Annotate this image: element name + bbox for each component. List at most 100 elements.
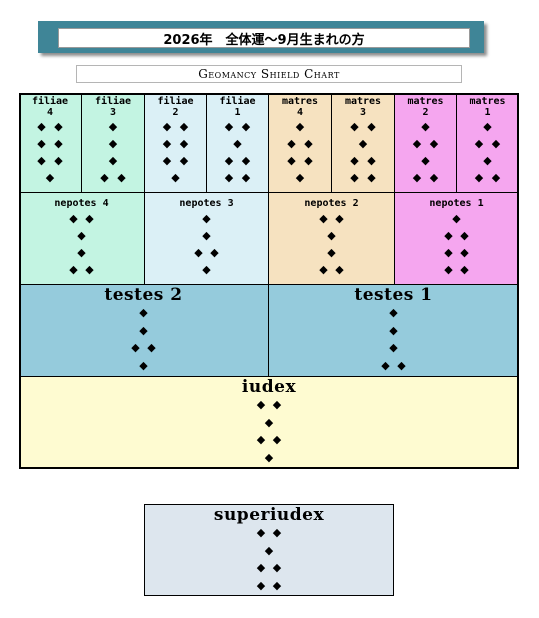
figure-row: ◆: [105, 135, 122, 152]
dot-mark: ◆: [444, 229, 453, 242]
figure-row: ◆: [292, 169, 309, 186]
figure-row: ◆: [417, 152, 434, 169]
dot-mark: ◆: [256, 561, 266, 575]
figure-name: filiae: [94, 96, 132, 107]
dot-mark: ◆: [460, 229, 469, 242]
figure-row: ◆◆: [191, 244, 223, 261]
geomantic-figure: ◆◆◆◆◆◆◆: [332, 118, 394, 186]
figure-row: ◆◆: [33, 152, 67, 169]
figure-number: 2: [422, 107, 429, 118]
dot-mark: ◆: [452, 212, 461, 225]
geomantic-figure: ◆◆◆◆◆◆: [269, 210, 394, 278]
dot-mark: ◆: [287, 154, 296, 167]
dot-mark: ◆: [241, 120, 251, 133]
dot-mark: ◆: [412, 171, 422, 184]
dot-mark: ◆: [350, 120, 359, 133]
dot-mark: ◆: [256, 526, 266, 540]
dot-mark: ◆: [295, 120, 305, 133]
dot-mark: ◆: [224, 120, 234, 133]
figure-row: ◆◆: [253, 396, 285, 414]
figure-row: ◆◆: [471, 169, 505, 186]
figure-row: ◆: [261, 542, 277, 560]
dot-mark: ◆: [327, 229, 336, 242]
dot-mark: ◆: [194, 246, 203, 259]
dot-mark: ◆: [483, 120, 492, 133]
dot-mark: ◆: [224, 154, 234, 167]
figure-row: ◆: [199, 210, 215, 227]
dot-mark: ◆: [147, 341, 156, 355]
dot-mark: ◆: [264, 543, 274, 557]
dot-mark: ◆: [171, 171, 180, 184]
dot-mark: ◆: [233, 137, 242, 150]
figure-number: 4: [296, 107, 304, 118]
dot-mark: ◆: [54, 120, 63, 133]
figure-name: matres: [344, 96, 382, 107]
dot-mark: ◆: [37, 154, 46, 167]
dot-mark: ◆: [139, 306, 148, 320]
dot-mark: ◆: [272, 398, 282, 412]
dot-mark: ◆: [241, 154, 251, 167]
figure-row: ◆: [479, 118, 496, 135]
dot-mark: ◆: [264, 450, 274, 464]
figure-row: ◆◆: [316, 210, 348, 227]
dot-mark: ◆: [460, 263, 469, 276]
figure-row: ◆: [417, 118, 434, 135]
figure-row: ◆◆: [378, 357, 410, 375]
page-title: 2026年 全体運～9月生まれの方: [58, 28, 470, 48]
figure-row: ◆◆: [409, 169, 443, 186]
figure-row: ◆◆: [346, 169, 380, 186]
figure-row: ◆: [355, 135, 372, 152]
figure-row: ◆: [42, 169, 59, 186]
figure-row: ◆◆: [346, 152, 380, 169]
figure-number: 1: [484, 107, 491, 118]
title-banner: 2026年 全体運～9月生まれの方: [38, 21, 484, 53]
dot-mark: ◆: [256, 578, 266, 592]
figure-row: ◆◆: [253, 431, 285, 449]
figure-row: ◆: [74, 227, 90, 244]
figure-number: 3: [359, 107, 367, 118]
figure-row: ◆: [136, 304, 152, 322]
figure-row: ◆◆: [441, 244, 473, 261]
figure-row: ◆◆: [346, 118, 380, 135]
dot-mark: ◆: [335, 212, 344, 225]
dot-mark: ◆: [256, 433, 266, 447]
figure-row: ◆◆: [283, 135, 317, 152]
dot-mark: ◆: [256, 398, 266, 412]
dot-mark: ◆: [202, 263, 211, 276]
dot-mark: ◆: [367, 120, 376, 133]
figure-label: superiudex: [213, 505, 325, 525]
cell-iudex: iudex◆◆◆◆◆◆: [19, 377, 519, 469]
figure-label: iudex: [241, 377, 297, 397]
dot-mark: ◆: [350, 171, 359, 184]
figure-number: 3: [109, 107, 117, 118]
dot-mark: ◆: [319, 212, 328, 225]
figure-row: ◆: [292, 118, 309, 135]
figure-row: ◆◆: [471, 135, 505, 152]
figure-row: ◆: [324, 244, 340, 261]
cell-testes-1: testes 1◆◆◆◆◆: [269, 285, 519, 377]
dot-mark: ◆: [54, 154, 63, 167]
figure-row: ◆: [199, 227, 215, 244]
figure-row: ◆: [74, 244, 90, 261]
figure-row: ◆: [479, 152, 496, 169]
figure-name: filiae: [157, 96, 194, 107]
dot-mark: ◆: [272, 526, 282, 540]
dot-mark: ◆: [54, 137, 63, 150]
figure-row: ◆◆: [221, 118, 255, 135]
dot-mark: ◆: [131, 341, 140, 355]
dot-mark: ◆: [241, 171, 251, 184]
dot-mark: ◆: [37, 137, 46, 150]
figure-row: ◆: [386, 322, 402, 340]
figure-row: ◆: [105, 152, 122, 169]
figure-row: ◆: [261, 449, 277, 467]
dot-mark: ◆: [85, 212, 94, 225]
dot-mark: ◆: [367, 171, 376, 184]
